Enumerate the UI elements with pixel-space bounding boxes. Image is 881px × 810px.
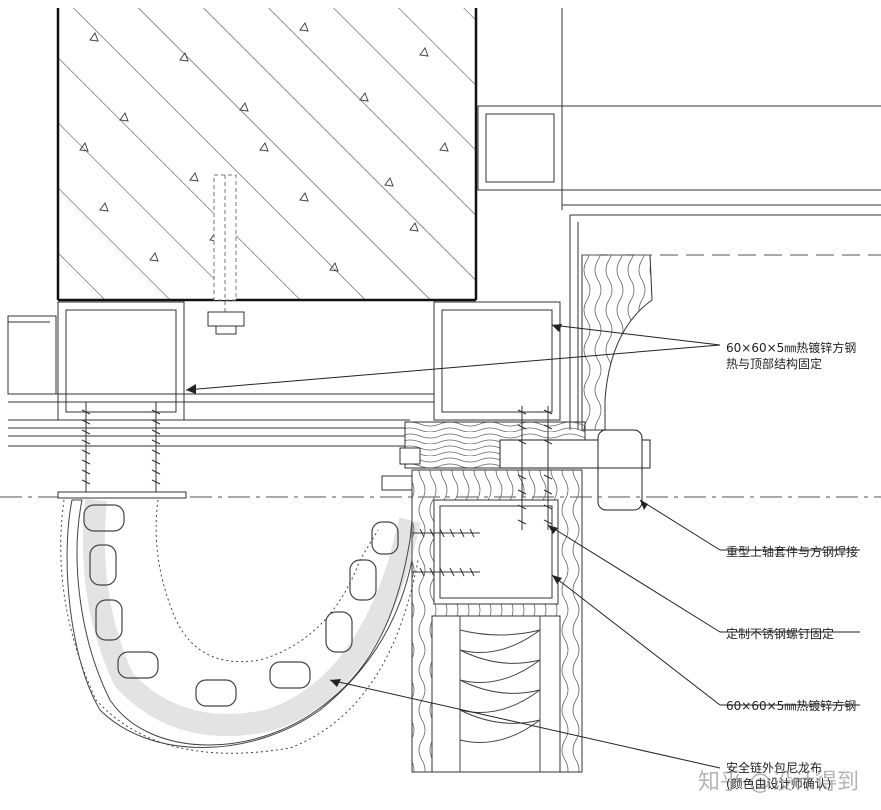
annotation-screw: 定制不锈钢螺钉固定 [726,626,834,642]
annotation-line: (颜色由设计师确认) [726,777,832,791]
annotation-line: 重型上轴套件与方钢焊接 [726,545,859,559]
annotation-line: 定制不锈钢螺钉固定 [726,627,835,641]
anchor-bolt [207,174,245,335]
upper-square-tube [477,8,881,210]
plate-screws [57,402,187,499]
annotation-chain: 安全链外包尼龙布 (颜色由设计师确认) [726,760,831,792]
beam-left-members [7,301,561,447]
annotation-line: 安全链外包尼龙布 [726,761,823,775]
watermark: 知乎 @设计得到 [698,770,859,795]
concrete-slab [56,8,478,302]
stop-plate [381,475,413,491]
pivot-hinge [499,429,651,511]
top-plates [562,204,881,430]
safety-chain [60,498,421,754]
wood-moulding [581,254,881,431]
annotation-line: 60×60×5㎜热镀锌方钢 [726,699,857,713]
leader-arrows [186,324,648,687]
annotation-line: 60×60×5㎜热镀锌方钢 [726,341,857,355]
leaf-screws [412,406,553,577]
annotation-top-tube: 60×60×5㎜热镀锌方钢 热与顶部结构固定 [726,340,856,372]
annotation-line: 热与顶部结构固定 [726,357,823,371]
annotation-leaf-tube: 60×60×5㎜热镀锌方钢 [726,698,856,714]
door-leaf [411,469,583,773]
leader-lines [185,324,860,769]
annotation-pivot: 重型上轴套件与方钢焊接 [726,544,858,560]
